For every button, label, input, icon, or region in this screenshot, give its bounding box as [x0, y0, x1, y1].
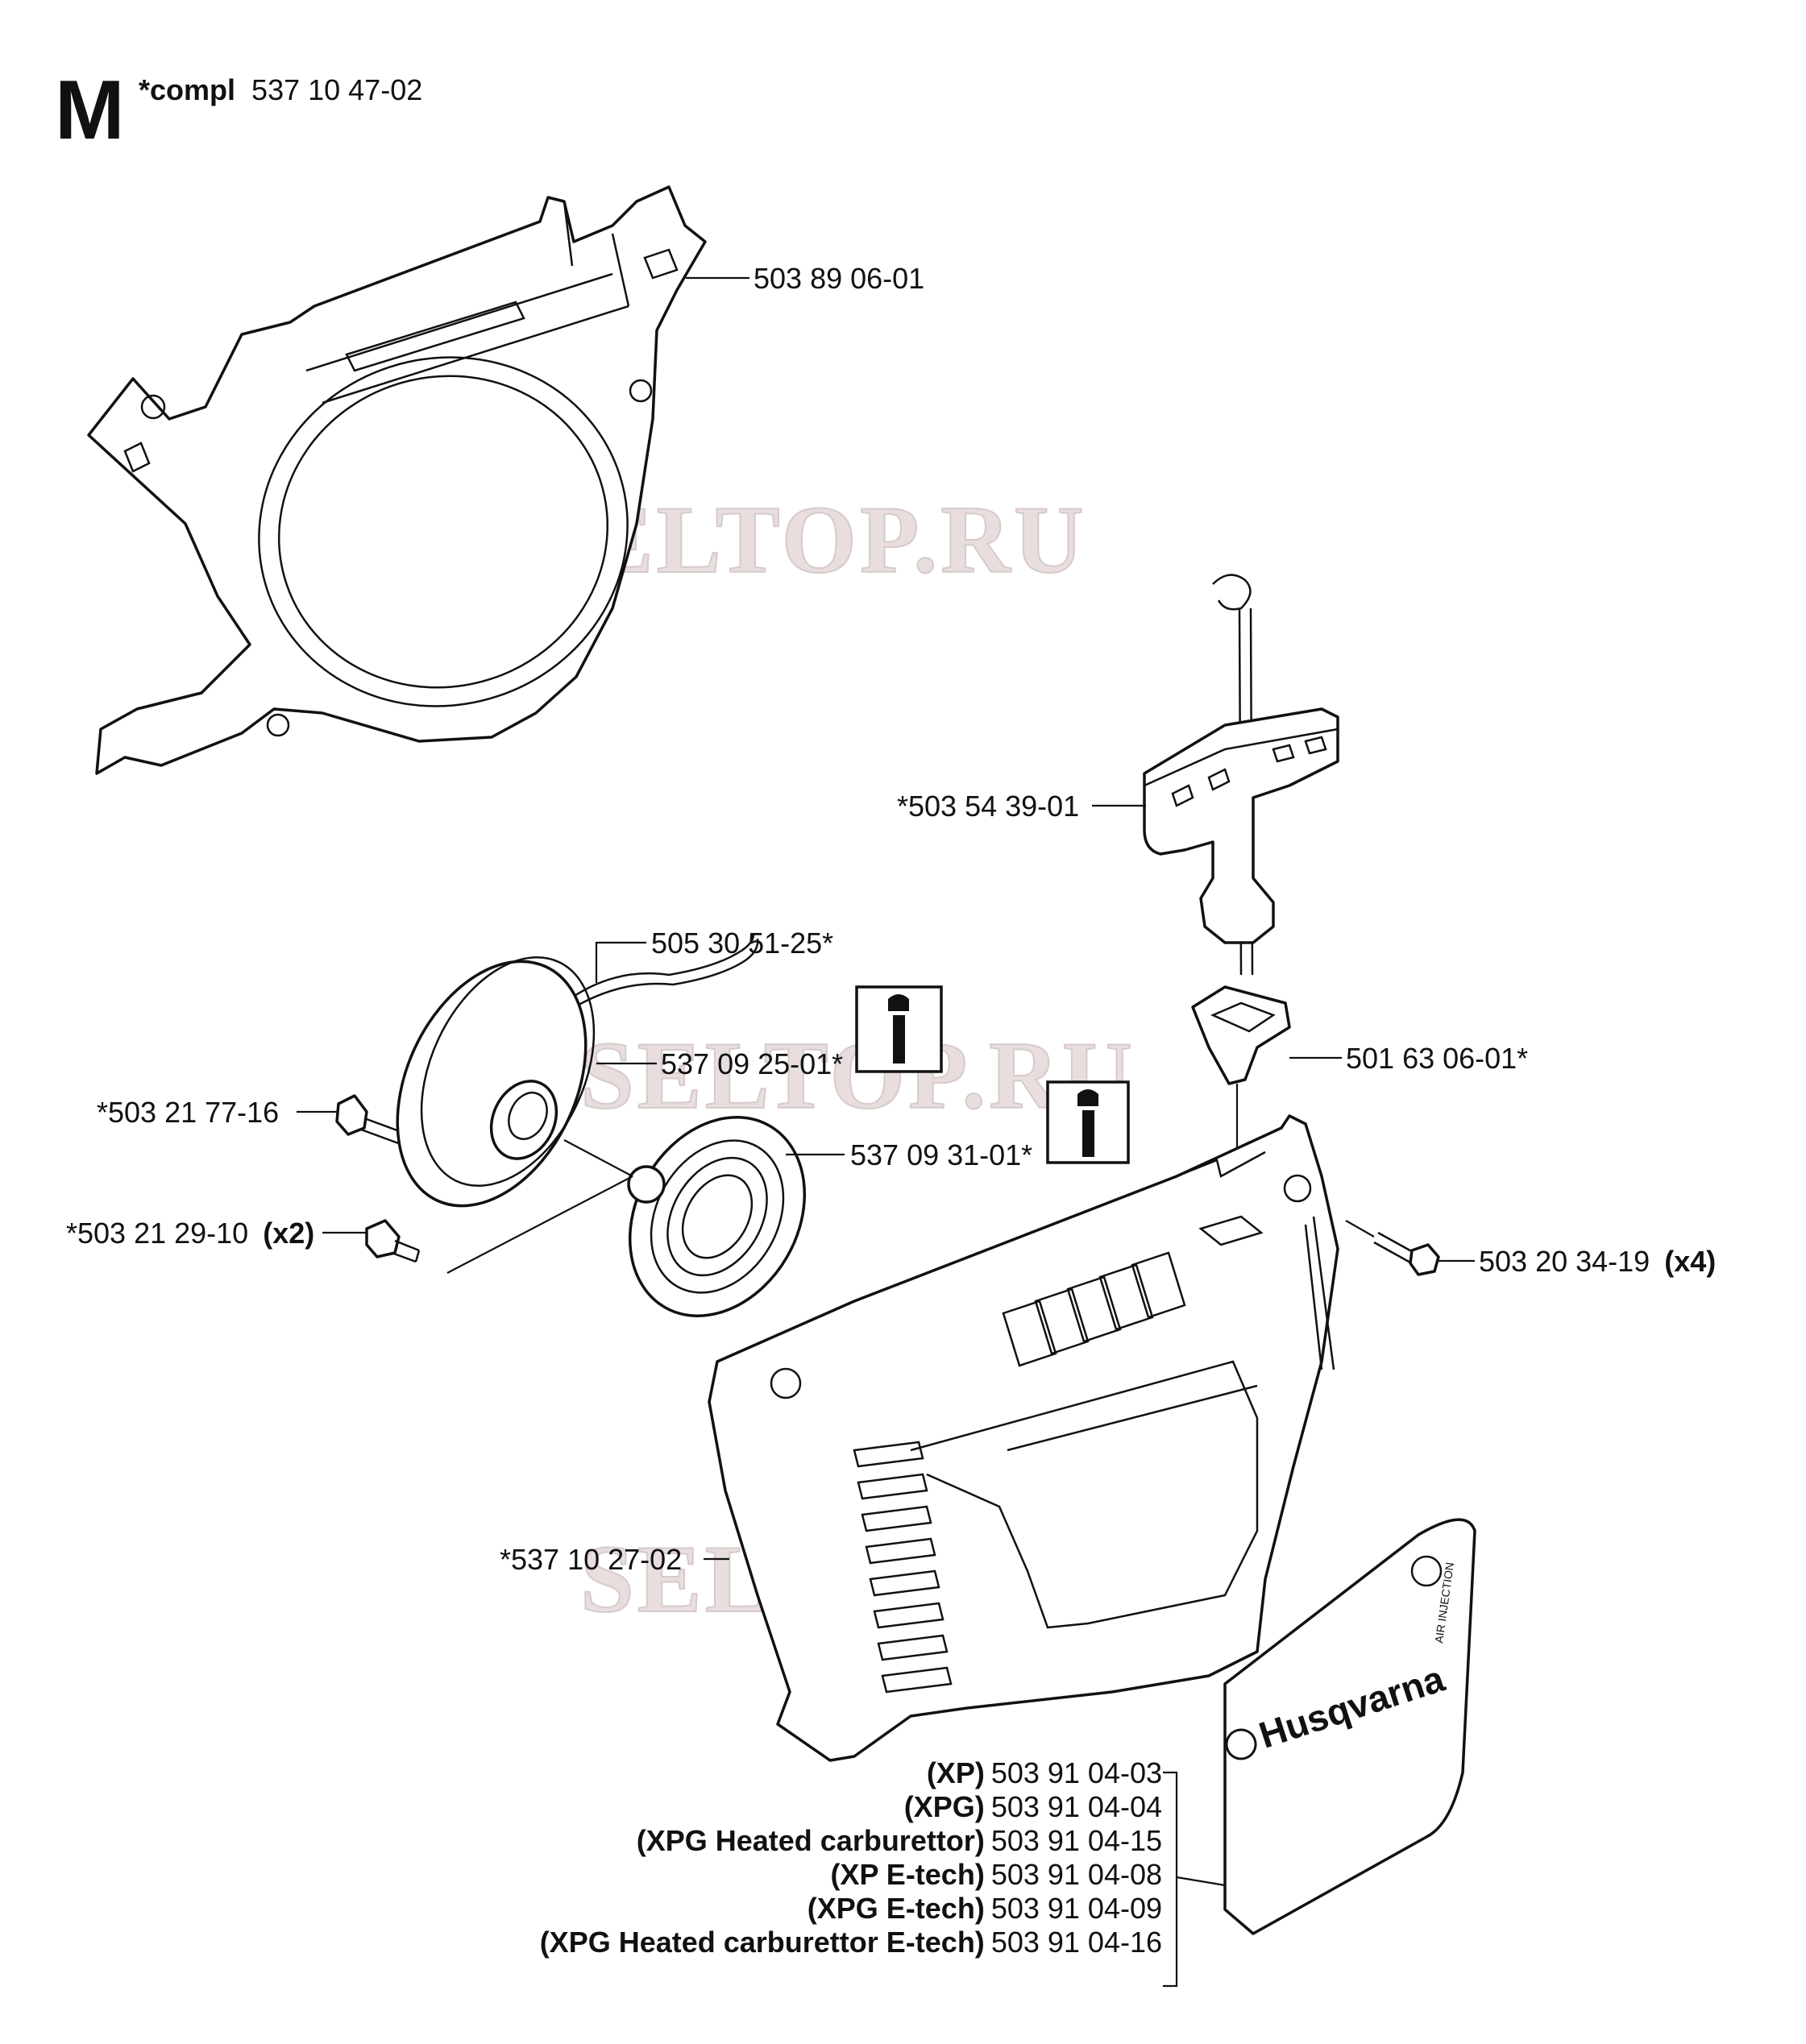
- variants-list: (XP)503 91 04-03 (XPG)503 91 04-04 (XPG …: [540, 1756, 1162, 1959]
- svg-text:503 20 34-19 (x4): 503 20 34-19 (x4): [1479, 1245, 1716, 1278]
- variant-row: (XP)503 91 04-03: [927, 1756, 1162, 1789]
- compl-number: 537 10 47-02: [251, 73, 422, 106]
- starter-cover-part: [708, 1114, 1339, 1762]
- info-icon: [855, 985, 943, 1073]
- info-icon: [1046, 1080, 1130, 1164]
- svg-text:*compl 537 10 47-02: *compl 537 10 47-02: [139, 73, 422, 106]
- starter-rope-part: [563, 934, 759, 1015]
- starter-housing-part: [87, 185, 707, 775]
- starter-handle-part: [1143, 574, 1339, 976]
- callout-cover: *537 10 27-02: [500, 1543, 682, 1576]
- screw-part-pair: [365, 1219, 421, 1263]
- compl-label: *compl: [139, 73, 235, 106]
- callout-screw-four: 503 20 34-19: [1479, 1245, 1650, 1278]
- callout-rope-guide: 501 63 06-01*: [1346, 1042, 1528, 1075]
- callout-screw-pair: *503 21 29-10: [66, 1217, 248, 1250]
- section-letter: M: [55, 64, 125, 157]
- air-injection-badge-icon: [1410, 1555, 1443, 1587]
- rope-guide-part: [1191, 985, 1291, 1085]
- starter-pulley-part: [396, 956, 596, 1208]
- screw-part-four: [1373, 1231, 1440, 1276]
- variant-row: (XPG E-tech)503 91 04-09: [808, 1892, 1162, 1925]
- callout-rope: 505 30 51-25*: [651, 927, 833, 960]
- decal-part: Husqvarna AIR INJECTION: [1223, 1518, 1476, 1935]
- callout-spring: 537 09 31-01*: [850, 1138, 1032, 1171]
- variant-row: (XPG Heated carburettor)503 91 04-15: [637, 1824, 1162, 1857]
- svg-text:*503 21 29-10 (x2): *503 21 29-10 (x2): [66, 1217, 314, 1250]
- variant-row: (XPG Heated carburettor E-tech)503 91 04…: [540, 1926, 1162, 1959]
- callout-screw-left: *503 21 77-16: [97, 1096, 279, 1129]
- husqvarna-logo-icon: [1225, 1728, 1257, 1760]
- callout-handle: *503 54 39-01: [897, 790, 1079, 823]
- callout-pulley: 537 09 25-01*: [661, 1047, 843, 1080]
- callout-screw-pair-qty: (x2): [263, 1217, 314, 1250]
- recoil-spring-part: [627, 1116, 807, 1317]
- callout-housing: 503 89 06-01: [754, 262, 924, 295]
- variant-row: (XPG)503 91 04-04: [904, 1790, 1162, 1823]
- callout-screw-four-qty: (x4): [1664, 1245, 1716, 1278]
- variant-row: (XP E-tech)503 91 04-08: [830, 1858, 1162, 1891]
